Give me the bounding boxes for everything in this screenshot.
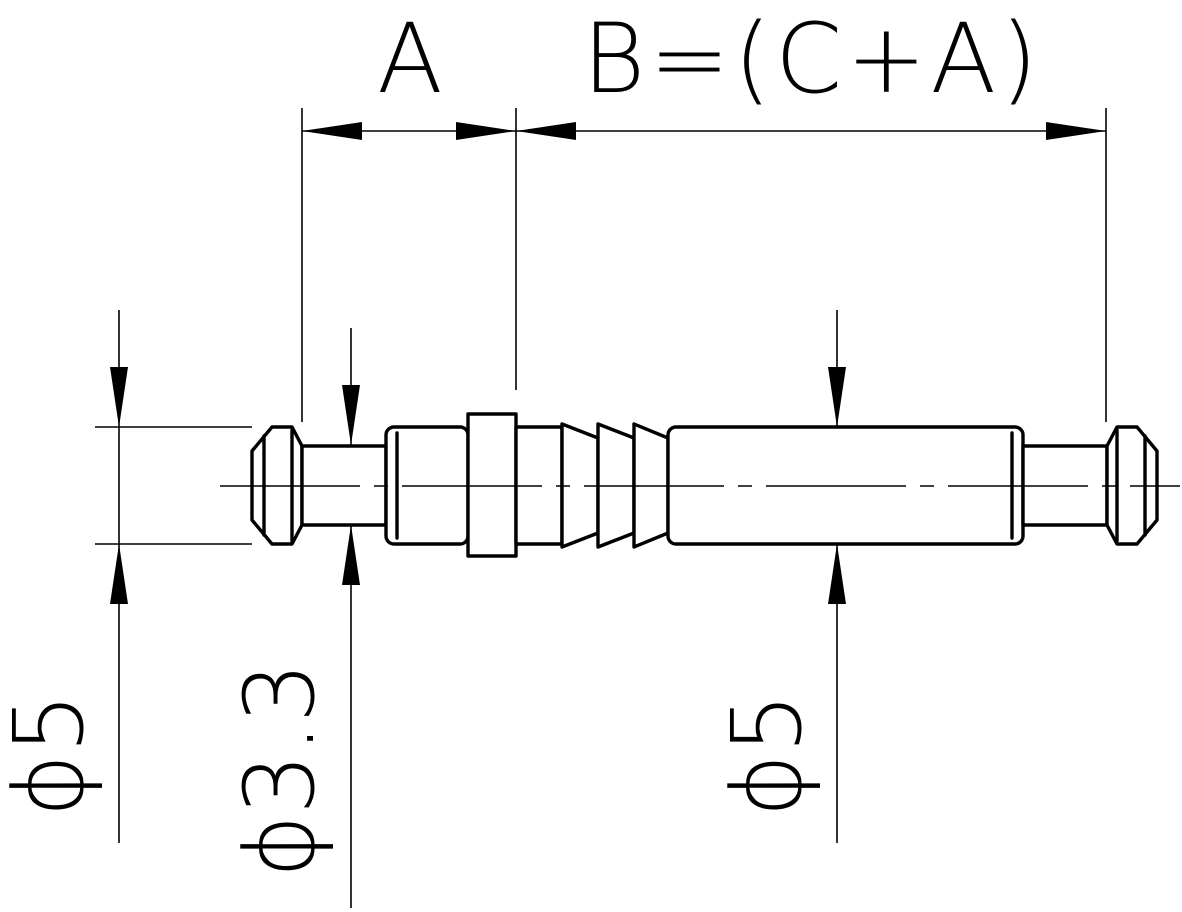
- dowel-part: [250, 412, 1159, 558]
- dimension-neck-diameter: [342, 328, 360, 908]
- neck-diameter-label: ϕ3.3: [224, 662, 336, 878]
- shaft-diameter-label: ϕ5: [711, 693, 823, 817]
- dimension-a: [302, 122, 516, 140]
- dimension-shaft-diameter: [828, 310, 846, 843]
- left-diameter-label: ϕ5: [0, 693, 105, 817]
- flange: [466, 412, 518, 558]
- dimension-b-label: B=(C+A): [582, 3, 1041, 115]
- dimension-left-diameter: [95, 310, 252, 843]
- dimension-a-label: A: [377, 3, 443, 115]
- dimension-b: [516, 122, 1106, 140]
